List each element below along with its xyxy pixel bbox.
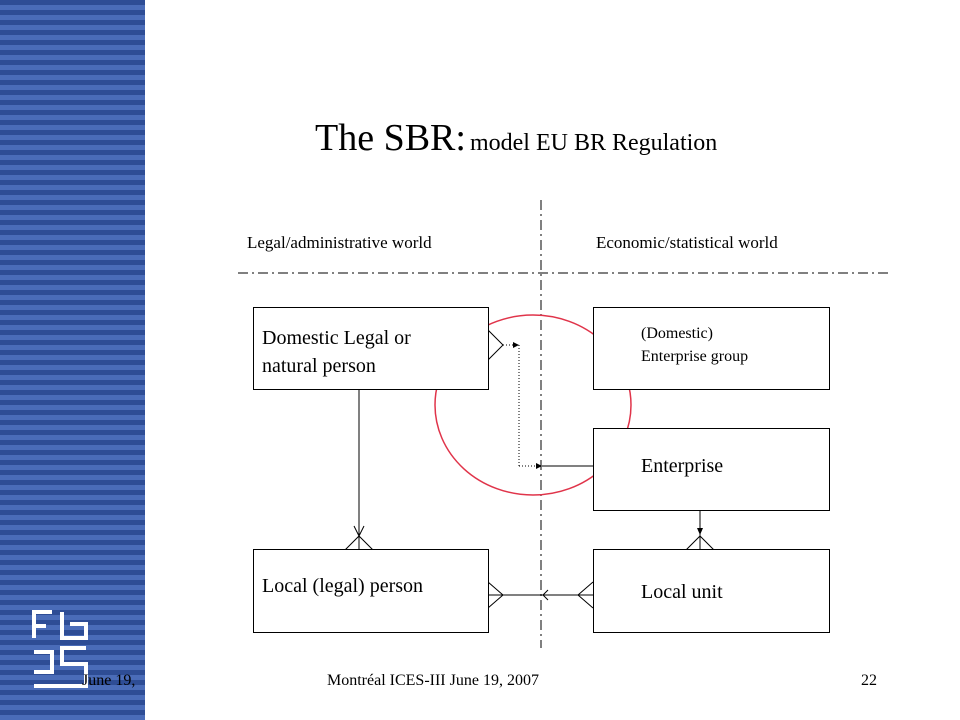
box-local-person: Local (legal) person — [253, 549, 489, 633]
box-local-unit-label: Local unit — [641, 581, 723, 603]
highlight-circle — [434, 314, 632, 496]
crowfoot-local-unit-left — [577, 581, 594, 609]
arrow-head-dotted — [513, 342, 519, 348]
crowfoot-local-unit — [685, 535, 715, 551]
box-domestic-person: Domestic Legal or natural person — [253, 307, 489, 390]
arrow-head-local-unit — [697, 528, 703, 535]
arrow-head-near-separator — [542, 589, 549, 601]
box-enterprise-group: (Domestic) Enterprise group — [593, 307, 830, 390]
legal-world-label: Legal/administrative world — [247, 233, 432, 252]
box-domestic-person-label: Domestic Legal or natural person — [262, 327, 411, 377]
title-subtitle: model EU BR Regulation — [469, 130, 718, 156]
economic-world-label: Economic/statistical world — [596, 233, 778, 252]
box-local-person-label: Local (legal) person — [262, 575, 424, 597]
footer-date-truncated: June 19, — [82, 672, 136, 689]
title-main: The SBR: — [315, 117, 466, 159]
sidebar-stripes — [0, 0, 145, 720]
footer-page-number: 22 — [861, 672, 877, 689]
page-title: The SBR: model EU BR Regulation — [315, 116, 717, 160]
crowfoot-local-person — [344, 535, 374, 551]
footer-center: Montréal ICES-III June 19, 2007 — [327, 672, 539, 689]
box-enterprise-group-label: (Domestic) Enterprise group — [641, 325, 749, 365]
box-enterprise: Enterprise — [593, 428, 830, 511]
cbs-logo-icon — [32, 610, 88, 688]
box-local-unit: Local unit — [593, 549, 830, 633]
crowfoot-local-person-right — [487, 581, 504, 609]
crowfoot-domestic-person — [487, 329, 504, 361]
arrow-head-enterprise — [536, 463, 542, 469]
box-enterprise-label: Enterprise — [641, 455, 724, 477]
